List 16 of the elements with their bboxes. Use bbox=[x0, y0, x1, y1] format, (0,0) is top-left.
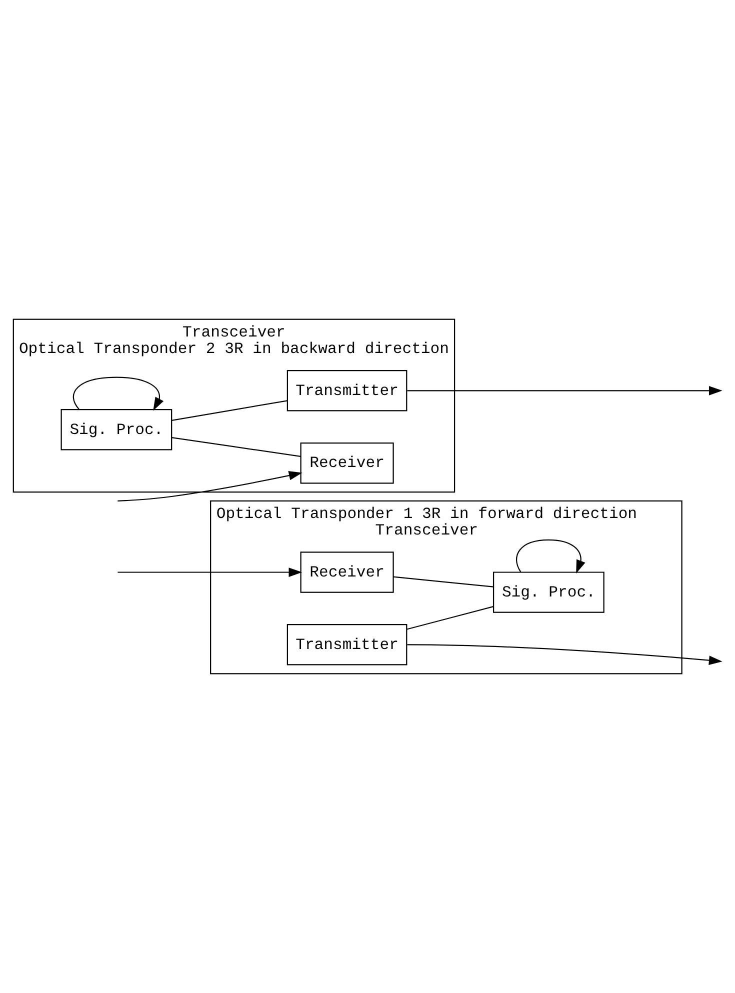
arrow bbox=[118, 470, 302, 502]
arrow bbox=[118, 568, 302, 577]
connector bbox=[172, 400, 288, 421]
node-box: Transmitter bbox=[286, 624, 408, 666]
connector bbox=[393, 576, 494, 588]
node-box: Receiver bbox=[300, 552, 394, 593]
node-box: Transmitter bbox=[286, 370, 408, 412]
node-box: Sig. Proc. bbox=[60, 409, 172, 450]
node-box: Sig. Proc. bbox=[492, 572, 604, 613]
connector bbox=[406, 606, 494, 630]
connector bbox=[172, 437, 301, 457]
arrow bbox=[516, 539, 586, 574]
arrow bbox=[407, 386, 722, 396]
arrow bbox=[407, 644, 722, 665]
arrow bbox=[72, 376, 164, 411]
node-box: Receiver bbox=[300, 442, 394, 484]
